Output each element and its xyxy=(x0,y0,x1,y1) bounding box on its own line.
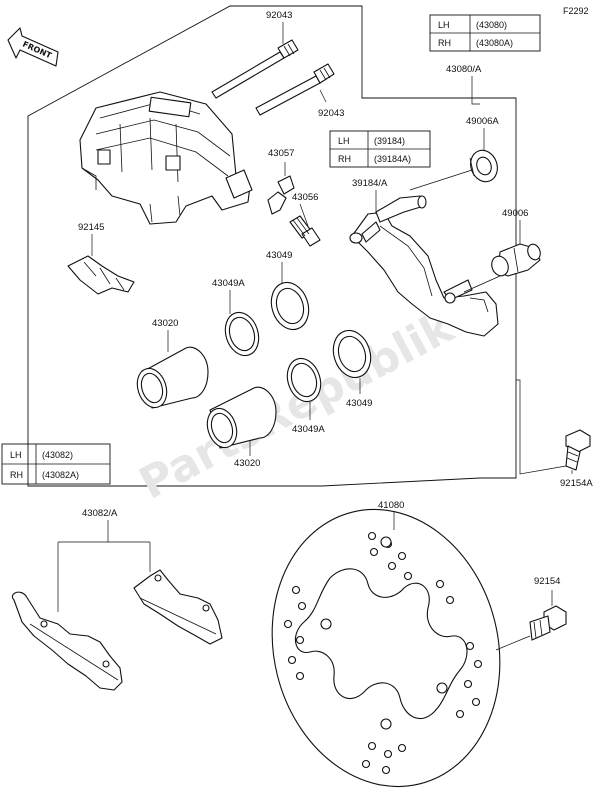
table-cell: RH xyxy=(438,38,451,48)
table-cell: RH xyxy=(10,470,23,480)
piston-bottom xyxy=(206,386,277,449)
bleeder-valve xyxy=(289,215,321,247)
pad-spring xyxy=(67,255,135,295)
leader-line xyxy=(409,169,473,191)
label-43020-top: 43020 xyxy=(152,318,178,329)
caliper-body xyxy=(79,91,253,225)
label-92043-lower: 92043 xyxy=(318,108,344,119)
disc-bolt xyxy=(529,605,567,641)
label-43049A-bottom: 43049A xyxy=(292,424,325,435)
watermark: PartsRepublik xyxy=(131,301,463,510)
table-cell: LH xyxy=(438,20,450,30)
label-43080A: 43080/A xyxy=(446,64,482,75)
label-49006: 49006 xyxy=(502,208,528,219)
leader-line xyxy=(463,275,501,293)
piston-seal-top xyxy=(270,281,310,331)
caliper-assy-table: LH (43080) RH (43080A) xyxy=(429,14,541,52)
table-cell: (43080) xyxy=(476,20,507,30)
table-cell: RH xyxy=(338,154,351,164)
leader-line xyxy=(57,520,151,612)
caliper-bolt xyxy=(565,429,591,471)
label-92043-upper: 92043 xyxy=(266,10,292,21)
label-43049-top: 43049 xyxy=(266,250,292,261)
table-cell: (43080A) xyxy=(476,38,513,48)
pin-boot xyxy=(491,243,541,277)
leader-line xyxy=(299,203,309,227)
table-cell: LH xyxy=(10,450,22,460)
label-92154A: 92154A xyxy=(560,478,593,489)
caliper-pin-upper xyxy=(211,39,299,99)
pin-boot-a xyxy=(469,149,498,183)
label-43049-bottom: 43049 xyxy=(346,398,372,409)
label-39184A: 39184/A xyxy=(352,178,388,189)
dust-seal-bottom xyxy=(286,357,322,403)
piston-seal-bottom xyxy=(332,329,372,379)
leader-line xyxy=(516,379,567,475)
leader-line xyxy=(471,76,480,105)
table-cell: (43082A) xyxy=(42,470,79,480)
label-92154: 92154 xyxy=(534,576,560,587)
piston-top xyxy=(136,346,209,409)
label-43056: 43056 xyxy=(292,192,318,203)
label-43057: 43057 xyxy=(268,148,294,159)
dust-seal-top xyxy=(224,311,260,357)
label-43082A: 43082/A xyxy=(82,508,118,519)
table-cell: (43082) xyxy=(42,450,73,460)
pad-assy-table: LH (43082) RH (43082A) xyxy=(1,443,111,485)
table-cell: (39184A) xyxy=(374,154,411,164)
label-41080: 41080 xyxy=(378,500,404,511)
pad-clip xyxy=(267,175,295,215)
table-cell: LH xyxy=(338,136,350,146)
bracket-table: LH (39184) RH (39184A) xyxy=(329,130,431,168)
brake-pad-inner xyxy=(133,569,223,645)
brake-pad-outer xyxy=(11,591,123,691)
front-arrow-icon: FRONT xyxy=(7,27,59,67)
caliper-bracket xyxy=(349,195,499,337)
label-49006A: 49006A xyxy=(466,116,499,127)
label-43049A-top: 43049A xyxy=(212,278,245,289)
brake-disc xyxy=(271,508,501,788)
caliper-assy-frame xyxy=(27,5,517,487)
leader-line xyxy=(319,89,327,103)
caliper-pin-lower xyxy=(255,63,335,116)
label-43020-bottom: 43020 xyxy=(234,458,260,469)
label-92145: 92145 xyxy=(78,222,104,233)
leader-line xyxy=(495,635,531,651)
figure-code: F2292 xyxy=(563,6,589,16)
table-cell: (39184) xyxy=(374,136,405,146)
